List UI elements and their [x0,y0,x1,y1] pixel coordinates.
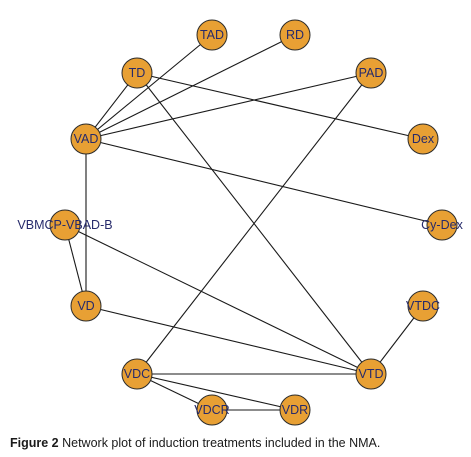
edge-vdc-vdr [136,373,296,411]
edge-rd-vad [85,34,296,140]
node-label: TAD [200,28,224,42]
node-label: VBMCP-VBAD-B [17,218,112,232]
node-label: TD [129,66,146,80]
node-vtdc: VTDC [406,290,440,322]
node-cydex: Cy-Dex [421,209,464,241]
edges-layer [64,34,443,411]
node-circle [196,394,228,426]
node-circle [49,209,81,241]
node-circle [70,290,102,322]
node-dex: Dex [407,123,439,155]
edge-td-dex [136,72,424,140]
node-vbmcp: VBMCP-VBAD-B [17,209,113,241]
node-circle [121,57,153,89]
node-label: VDC [124,367,150,381]
figure-label: Figure 2 [10,436,59,450]
node-circle [70,123,102,155]
node-circle [407,123,439,155]
node-vdcr: VDCR [194,394,230,426]
edge-tad-vad [85,34,213,140]
node-pad: PAD [355,57,387,89]
node-label: VD [77,299,94,313]
node-td: TD [121,57,153,89]
node-circle [279,394,311,426]
node-circle [355,358,387,390]
edge-vad-cydex [85,138,443,226]
node-label: VTD [359,367,384,381]
node-vd: VD [70,290,102,322]
caption-text: Network plot of induction treatments inc… [62,436,381,450]
edge-vd-vtd [85,305,372,375]
node-tad: TAD [196,19,228,51]
node-rd: RD [279,19,311,51]
node-label: RD [286,28,304,42]
node-label: Dex [412,132,435,146]
node-vad: VAD [70,123,102,155]
node-label: Cy-Dex [421,218,463,232]
node-circle [196,19,228,51]
edge-vbmcp-vtd [64,224,372,375]
node-label: VAD [74,132,99,146]
node-circle [121,358,153,390]
node-vdr: VDR [279,394,311,426]
node-vtd: VTD [355,358,387,390]
node-label: VDR [282,403,308,417]
node-label: VDCR [194,403,229,417]
node-label: VTDC [406,299,440,313]
node-circle [355,57,387,89]
node-label: PAD [359,66,384,80]
edge-pad-vad [85,72,372,140]
node-circle [426,209,458,241]
node-vdc: VDC [121,358,153,390]
edge-pad-vdc [136,72,372,375]
node-circle [279,19,311,51]
figure-caption: Figure 2 Network plot of induction treat… [10,436,465,450]
node-circle [407,290,439,322]
